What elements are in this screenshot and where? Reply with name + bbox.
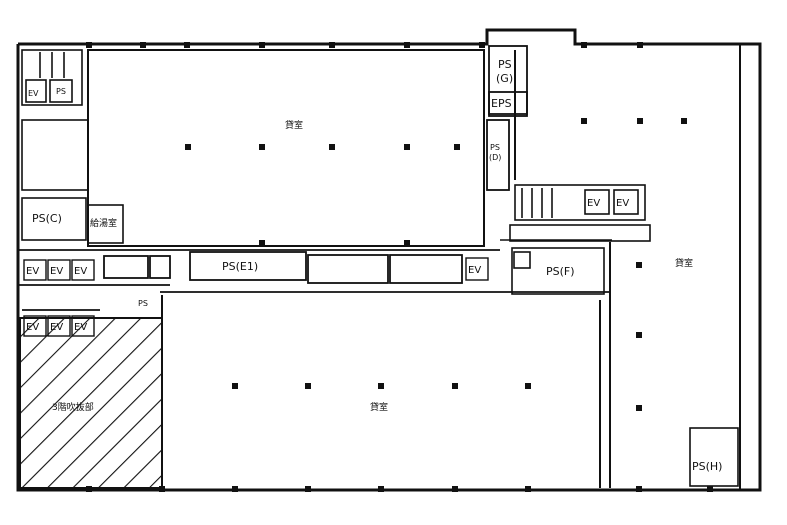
ps-g-label-2: (G) <box>496 72 513 85</box>
office-top-left <box>87 49 485 247</box>
hatched-area-label: 3階吹抜部 <box>52 401 94 413</box>
office-top-label: 貸室 <box>285 119 303 131</box>
ev-mid-1-label: EV <box>26 266 39 277</box>
middle-band <box>18 249 610 311</box>
ps-d-label-1: PS <box>490 143 500 152</box>
column-markers <box>86 42 713 492</box>
ev-top-2-label: EV <box>616 198 629 209</box>
ps-small-label-a: PS <box>56 87 66 96</box>
ps-g-label-1: PS <box>498 58 512 71</box>
ev-topleft-label: EV <box>28 89 39 98</box>
ev-mid-2-label: EV <box>50 266 63 277</box>
left-core <box>21 49 124 244</box>
ps-f-room <box>511 247 605 295</box>
ev-mid-3-label: EV <box>74 266 87 277</box>
ev-low-3-label: EV <box>74 322 87 333</box>
office-right-label: 貸室 <box>675 257 693 269</box>
central-ps-column <box>486 45 528 191</box>
ps-h-room <box>689 427 739 487</box>
ps-h-label: PS(H) <box>692 460 722 473</box>
eps-label: EPS <box>491 97 512 110</box>
outer-walls <box>16 28 762 492</box>
ev-top-1-label: EV <box>587 198 600 209</box>
right-core <box>500 184 651 242</box>
small-room-label: 給湯室 <box>90 217 117 229</box>
office-right <box>514 50 611 488</box>
ev-low-1-label: EV <box>26 322 39 333</box>
office-bottom-label: 貸室 <box>370 401 388 413</box>
ev-boxes <box>23 257 489 337</box>
ev-mid-4-label: EV <box>468 265 481 276</box>
ps-c-label: PS(C) <box>32 212 62 225</box>
ev-low-2-label: EV <box>50 322 63 333</box>
hatched-void <box>19 317 163 489</box>
ps-small-label-b: PS <box>138 299 148 308</box>
ps-d-label-2: (D) <box>489 153 501 162</box>
ps-f-label: PS(F) <box>546 265 575 278</box>
ps-e1-label: PS(E1) <box>222 260 258 273</box>
